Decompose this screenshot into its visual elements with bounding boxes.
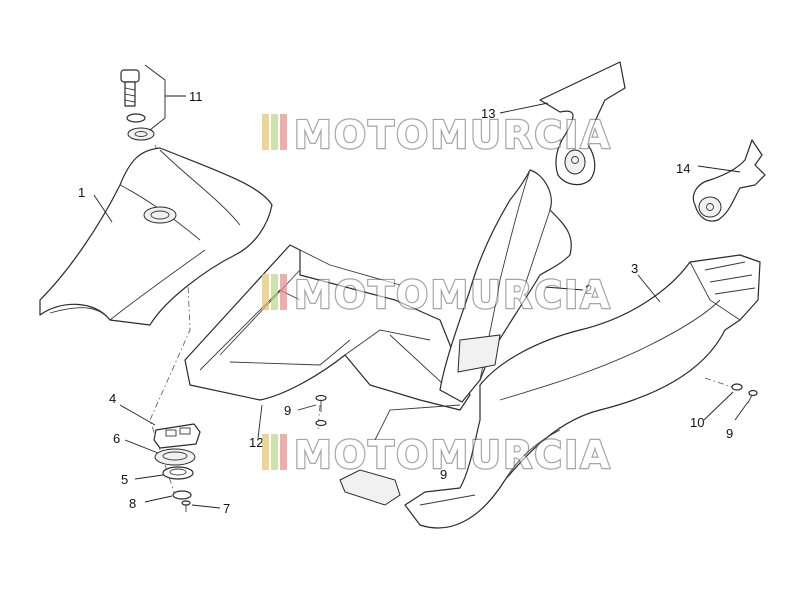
assembly-guide-line xyxy=(704,377,736,389)
watermark-stripe xyxy=(262,274,269,310)
part-8-small-washer xyxy=(172,490,192,500)
watermark-text: MOTOMURCIA xyxy=(294,113,612,157)
watermark-stripe xyxy=(262,434,269,470)
callout-10: 10 xyxy=(690,415,704,430)
watermark-stripe xyxy=(271,114,278,150)
part-5-washer xyxy=(162,466,194,480)
leader-lines xyxy=(93,64,749,509)
part-2-leg-shield xyxy=(439,169,572,403)
assembly-guide-line xyxy=(317,404,321,431)
part-11-bolt xyxy=(120,69,155,141)
watermark-stripe xyxy=(271,274,278,310)
callout-8: 8 xyxy=(129,496,136,511)
callout-3: 3 xyxy=(631,261,638,276)
part-9-screw-right xyxy=(747,389,758,404)
callout-2: 2 xyxy=(585,282,592,297)
part-4-clip xyxy=(153,423,201,449)
callout-14: 14 xyxy=(676,161,690,176)
part-9-screw-center xyxy=(315,394,327,427)
callout-9-lower: 9 xyxy=(440,467,447,482)
watermark: MOTOMURCIA xyxy=(262,272,612,318)
watermark-stripe xyxy=(280,274,287,310)
callout-11: 11 xyxy=(189,89,203,104)
part-1-top-cover xyxy=(39,147,273,326)
callout-4: 4 xyxy=(109,391,116,406)
part-10-washer xyxy=(731,383,743,391)
callout-12: 12 xyxy=(249,435,263,450)
watermark: MOTOMURCIA xyxy=(262,112,612,158)
callout-9-right: 9 xyxy=(726,426,733,441)
part-3-floor-panel xyxy=(339,254,761,529)
callout-5: 5 xyxy=(121,472,128,487)
part-14-bracket xyxy=(692,139,766,222)
callout-labels: 1 2 3 4 5 6 7 8 9 9 9 10 11 12 13 14 xyxy=(78,89,733,516)
watermark: MOTOMURCIA xyxy=(262,432,612,478)
watermark-text: MOTOMURCIA xyxy=(294,433,612,477)
watermark-stripe xyxy=(280,114,287,150)
callout-13: 13 xyxy=(481,106,495,121)
watermark-stripe xyxy=(280,434,287,470)
watermark-text: MOTOMURCIA xyxy=(294,273,612,317)
part-6-gasket xyxy=(154,448,196,466)
callout-9-center: 9 xyxy=(284,403,291,418)
part-12-footrest-frame xyxy=(184,244,471,411)
callout-1: 1 xyxy=(78,185,85,200)
callout-7: 7 xyxy=(223,501,230,516)
watermark-stripe xyxy=(271,434,278,470)
part-13-bracket xyxy=(539,61,626,186)
watermark-stripe xyxy=(262,114,269,150)
callout-6: 6 xyxy=(113,431,120,446)
part-7-screw xyxy=(181,500,191,512)
